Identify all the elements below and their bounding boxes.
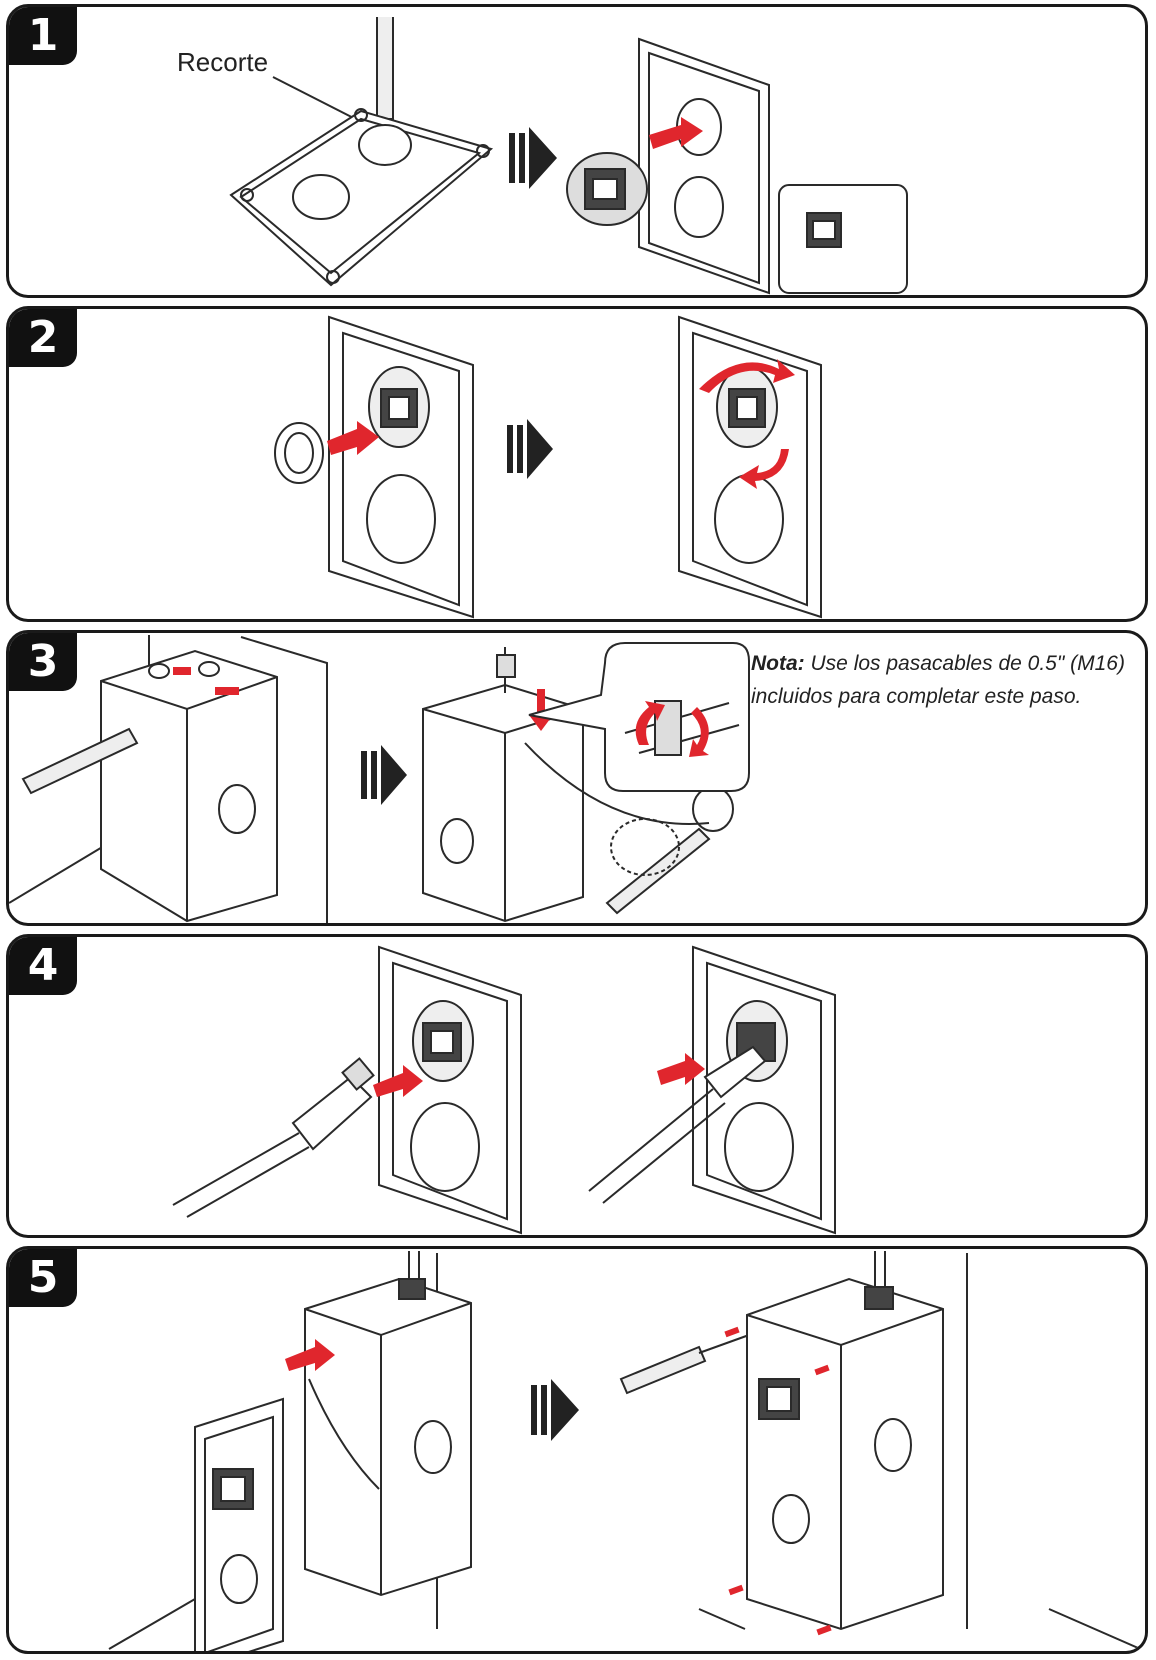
screw-markers <box>724 1326 832 1636</box>
step-arrow <box>509 127 557 189</box>
electrical-box-left <box>100 649 278 923</box>
plate-left <box>378 945 522 1235</box>
step-arrow <box>531 1379 579 1441</box>
rj45-connector <box>566 152 648 226</box>
push-arrow <box>327 421 379 455</box>
tighten-arrow-left <box>635 701 665 745</box>
cable-stripper <box>605 786 734 915</box>
step-5-illustration <box>108 1251 1145 1651</box>
step-4-illustration <box>172 945 836 1235</box>
insert-arrow <box>649 117 703 149</box>
step-1-illustration <box>229 17 908 295</box>
lock-nut <box>274 422 324 484</box>
recorte-label: Recorte <box>177 47 269 77</box>
step-3-badge: 3 <box>9 633 77 691</box>
step-2-panel: 2 <box>6 306 1148 622</box>
step-1-panel: 1 Recorte <box>6 4 1148 298</box>
cable-top <box>874 1251 886 1291</box>
electrical-box-left <box>304 1277 472 1597</box>
rotate-arrow-bottom <box>739 449 789 489</box>
step-4-panel: 4 <box>6 934 1148 1238</box>
assembled-box <box>746 1277 944 1631</box>
step-arrow <box>507 419 553 479</box>
step-2-illustration <box>274 315 822 619</box>
cover-plate-flat <box>229 109 494 287</box>
cover-plate <box>194 1397 284 1651</box>
note-text: Nota: Use los pasacables de 0.5" (M16) i… <box>751 647 1145 713</box>
step-3-illustration <box>9 635 750 923</box>
plate-back-left <box>328 315 474 619</box>
tighten-arrow-right <box>689 707 709 757</box>
step-1-badge: 1 <box>9 7 77 65</box>
step-2-badge: 2 <box>9 309 77 367</box>
note-title: Nota: <box>751 652 805 675</box>
screwdriver <box>376 17 394 120</box>
step-arrow <box>361 745 407 805</box>
rj45-plug-left <box>291 1075 373 1151</box>
step-5-badge: 5 <box>9 1249 77 1307</box>
detail-inset <box>778 184 908 294</box>
ethernet-cable-right <box>588 1088 726 1204</box>
down-arrow <box>529 689 553 731</box>
plate-back-right <box>678 315 822 619</box>
push-arrow <box>657 1053 705 1085</box>
rotate-arrow-top <box>699 359 795 393</box>
knockout-hole <box>358 124 412 166</box>
note-body: Use los pasacables de 0.5" (M16) incluid… <box>751 652 1125 708</box>
screwdriver <box>619 1345 707 1395</box>
screwdriver <box>21 727 139 795</box>
cover-plate-upright <box>638 37 770 295</box>
step-3-panel: 3 Nota: Use los pasacables de 0.5" (M16)… <box>6 630 1148 926</box>
step-5-panel: 5 <box>6 1246 1148 1654</box>
ethernet-cable-left <box>172 1132 310 1218</box>
insert-arrow <box>373 1065 423 1097</box>
step-4-badge: 4 <box>9 937 77 995</box>
insert-arrow <box>285 1339 335 1371</box>
